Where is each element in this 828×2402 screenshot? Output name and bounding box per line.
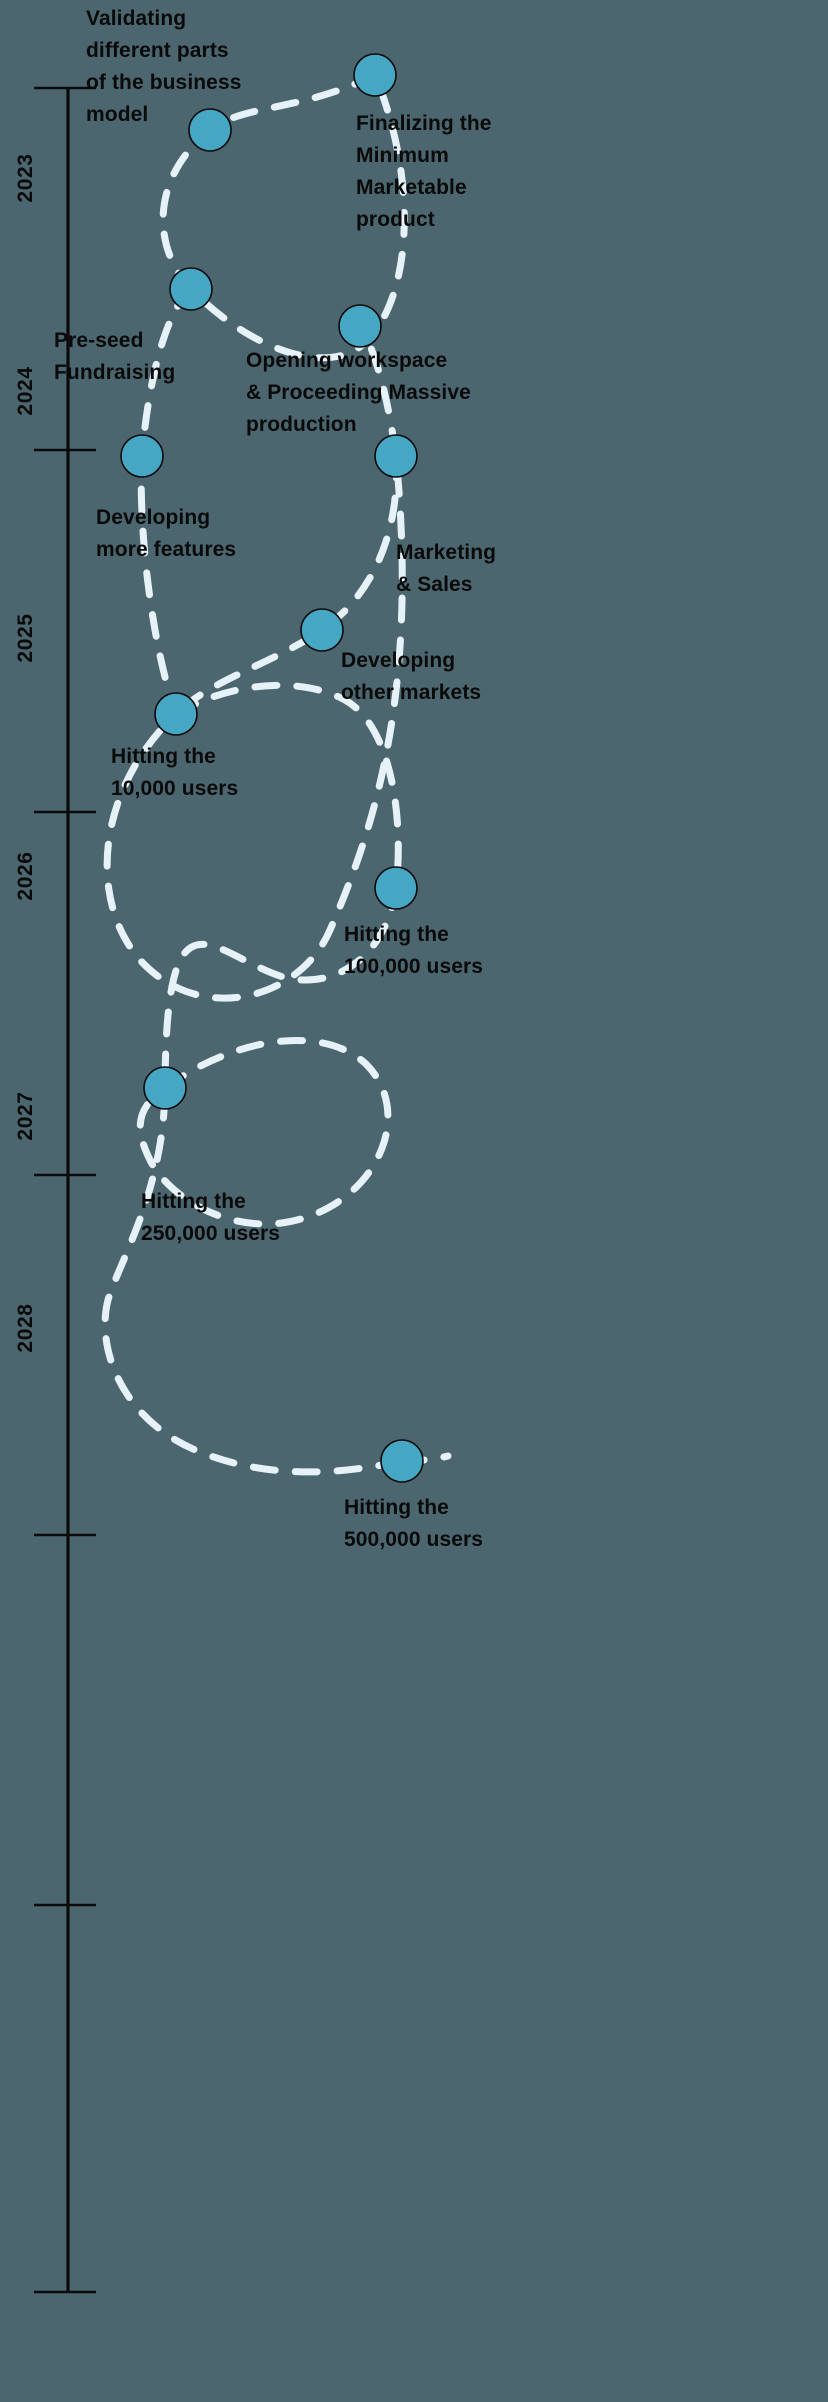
milestone-label-n8: Hitting the 10,000 users — [111, 745, 239, 800]
milestone-node-n11[interactable] — [380, 1439, 424, 1483]
year-label-2028: 2028 — [14, 1303, 37, 1353]
milestone-label-n9: Hitting the 100,000 users — [344, 923, 484, 978]
milestone-label-n1: Finalizing the Minimum Marketable produc… — [356, 112, 492, 231]
milestone-label-n11: Hitting the 500,000 users — [344, 1496, 484, 1551]
milestone-node-n8[interactable] — [154, 692, 198, 736]
year-label-2025: 2025 — [14, 613, 37, 663]
milestone-node-n10[interactable] — [143, 1066, 187, 1110]
milestone-label-n7: Developing other markets — [341, 649, 482, 704]
milestone-label-n6: Marketing & Sales — [396, 541, 497, 596]
milestone-node-n9[interactable] — [374, 866, 418, 910]
milestone-node-n6[interactable] — [374, 434, 418, 478]
loop-1 — [159, 71, 408, 362]
year-label-2026: 2026 — [14, 851, 37, 901]
year-label-2027: 2027 — [14, 1091, 37, 1141]
loop-3 — [172, 452, 400, 718]
milestone-label-n5: Developing more features — [96, 506, 237, 561]
milestone-node-n5[interactable] — [120, 434, 164, 478]
milestone-node-n1[interactable] — [353, 53, 397, 97]
loop-2 — [103, 285, 406, 1002]
milestone-label-n4: Opening workspace & Proceeding Massive p… — [246, 349, 471, 436]
milestone-node-n4[interactable] — [338, 304, 382, 348]
milestone-node-n7[interactable] — [300, 608, 344, 652]
loop-4 — [101, 681, 406, 1476]
year-label-2024: 2024 — [14, 366, 37, 416]
milestone-label-n10: Hitting the 250,000 users — [141, 1190, 281, 1245]
milestone-node-n3[interactable] — [169, 267, 213, 311]
loop-5 — [136, 1036, 392, 1228]
milestone-label-n3: Pre-seed Fundraising — [54, 329, 176, 384]
milestone-node-n2[interactable] — [188, 108, 232, 152]
milestone-label-n2: Validating different parts of the busine… — [86, 7, 242, 126]
year-label-2023: 2023 — [14, 153, 37, 203]
